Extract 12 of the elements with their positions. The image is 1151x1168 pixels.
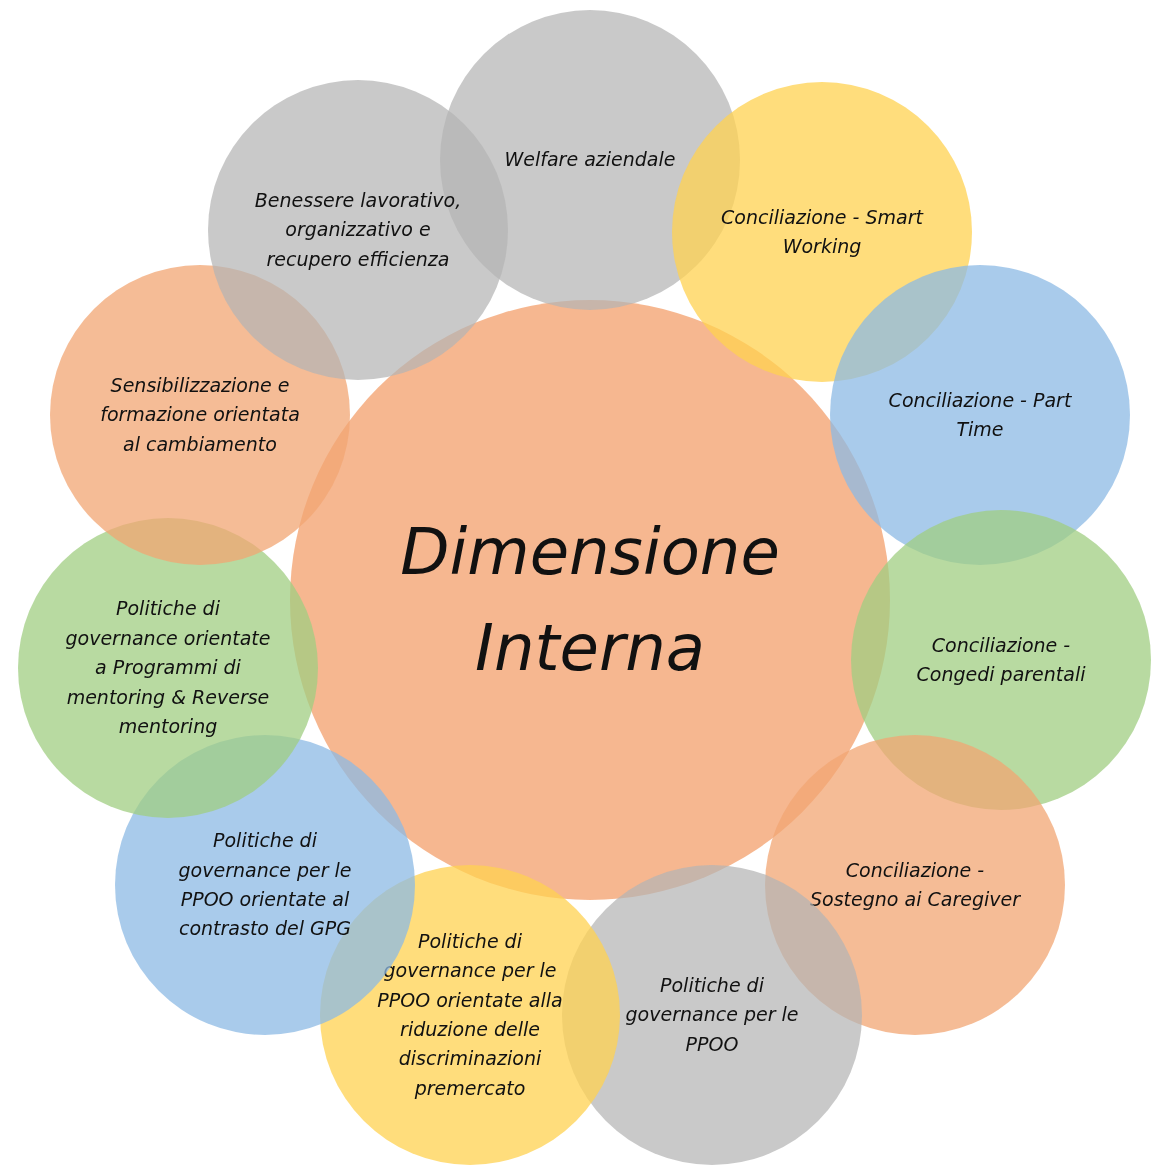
circle-label: Politiche di governance per le PPOO xyxy=(624,972,800,1057)
circle-label: Conciliazione - Sostegno ai Caregiver xyxy=(809,857,1022,912)
circle-label: Welfare aziendale xyxy=(504,147,676,173)
center-title: Dimensione Interna xyxy=(399,514,781,687)
circle-label: Conciliazione - Congedi parentali xyxy=(915,632,1087,687)
circle-label: Conciliazione - Part Time xyxy=(887,387,1073,442)
circle-label: Politiche di governance per le PPOO orientate al contrasto del GPG xyxy=(177,828,353,942)
circle-label: Politiche di governance per le PPOO orientate alla riduzione delle discriminazioni premercato xyxy=(376,928,564,1101)
circle-label: Politiche di governance orientate a Programmi di mentoring & Reverse mentoring xyxy=(64,596,272,740)
circle-label: Benessere lavorativo, organizzativo e recupero efficienza xyxy=(253,187,463,272)
circle-label: Conciliazione - Smart Working xyxy=(720,204,925,259)
circle-label: Sensibilizzazione e formazione orientata al cambiamento xyxy=(99,372,301,457)
